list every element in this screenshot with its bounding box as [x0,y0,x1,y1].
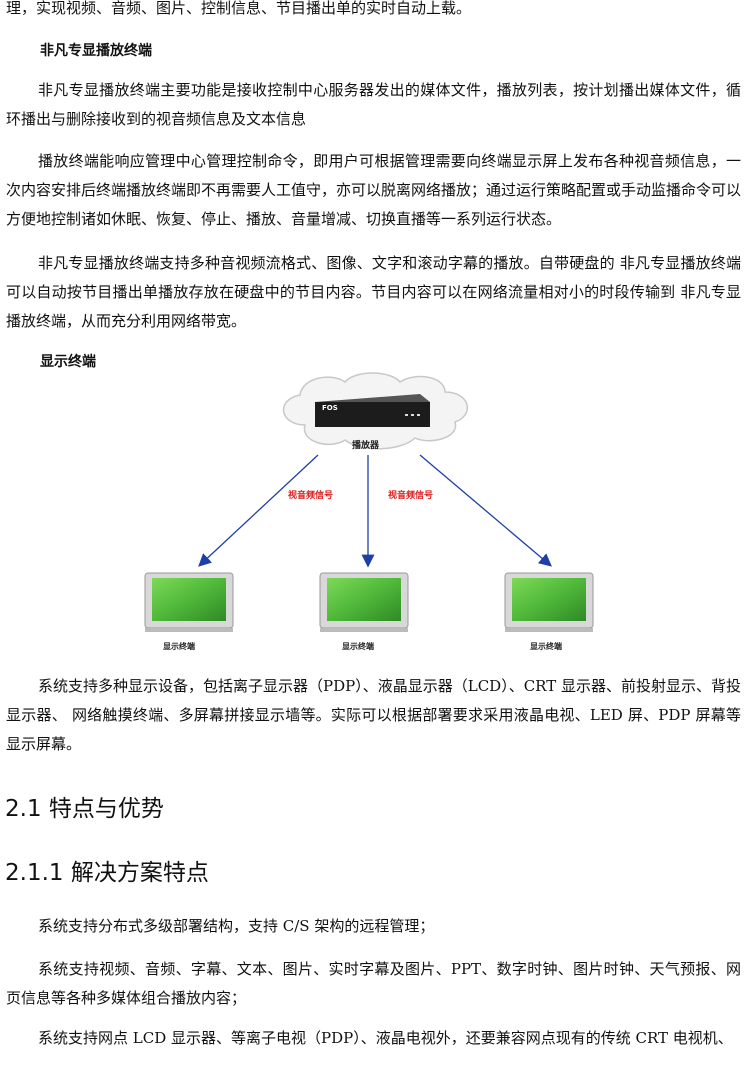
display-monitor-icon [504,572,594,632]
paragraph-display-devices: 系统支持多种显示设备，包括离子显示器（PDP）、液晶显示器（LCD）、CRT 显… [6,677,741,753]
display-monitor-icon [319,572,409,632]
signal-arrow-right [419,454,552,567]
section-heading-2-1-1: 2.1.1 解决方案特点 [5,860,209,886]
display-label-left: 显示终端 [163,641,195,651]
paragraph-feature-displays: 系统支持网点 LCD 显示器、等离子电视（PDP）、液晶电视外，还要兼容网点现有… [38,1029,733,1047]
paragraph-intro-tail: 理，实现视频、音频、图片、控制信息、节目播出单的实时自动上载。 [6,0,472,17]
section-heading-2-1: 2.1 特点与优势 [5,796,164,822]
display-label-right: 显示终端 [530,641,562,651]
diagram-svg: FOS 播放器 视音频信号 视音频信号 显示终端 显示终端 显示终端 [144,372,594,651]
player-label: 播放器 [352,439,380,451]
paragraph-player-formats: 非凡专显播放终端支持多种音视频流格式、图像、文字和滚动字幕的播放。自带硬盘的 非… [6,254,741,330]
signal-arrow-left [198,454,319,567]
player-device-icon [315,394,430,427]
player-brand-logo: FOS [322,404,338,412]
heading-display-terminal: 显示终端 [40,354,96,370]
signal-label-right: 视音频信号 [388,489,433,501]
heading-feifan-player: 非凡专显播放终端 [40,43,152,59]
display-monitor-icon [144,572,234,632]
paragraph-feature-media: 系统支持视频、音频、字幕、文本、图片、实时字幕及图片、PPT、数字时钟、图片时钟… [6,960,741,1007]
paragraph-player-control: 播放终端能响应管理中心管理控制命令，即用户可根据管理需要向终端显示屏上发布各种视… [6,152,742,228]
paragraph-feature-distributed: 系统支持分布式多级部署结构，支持 C/S 架构的远程管理； [38,917,435,935]
signal-label-left: 视音频信号 [288,489,333,501]
paragraph-player-function: 非凡专显播放终端主要功能是接收控制中心服务器发出的媒体文件，播放列表，按计划播出… [6,81,741,128]
display-label-center: 显示终端 [342,641,374,651]
player-display-diagram: FOS 播放器 视音频信号 视音频信号 显示终端 显示终端 显示终端 [130,370,610,660]
